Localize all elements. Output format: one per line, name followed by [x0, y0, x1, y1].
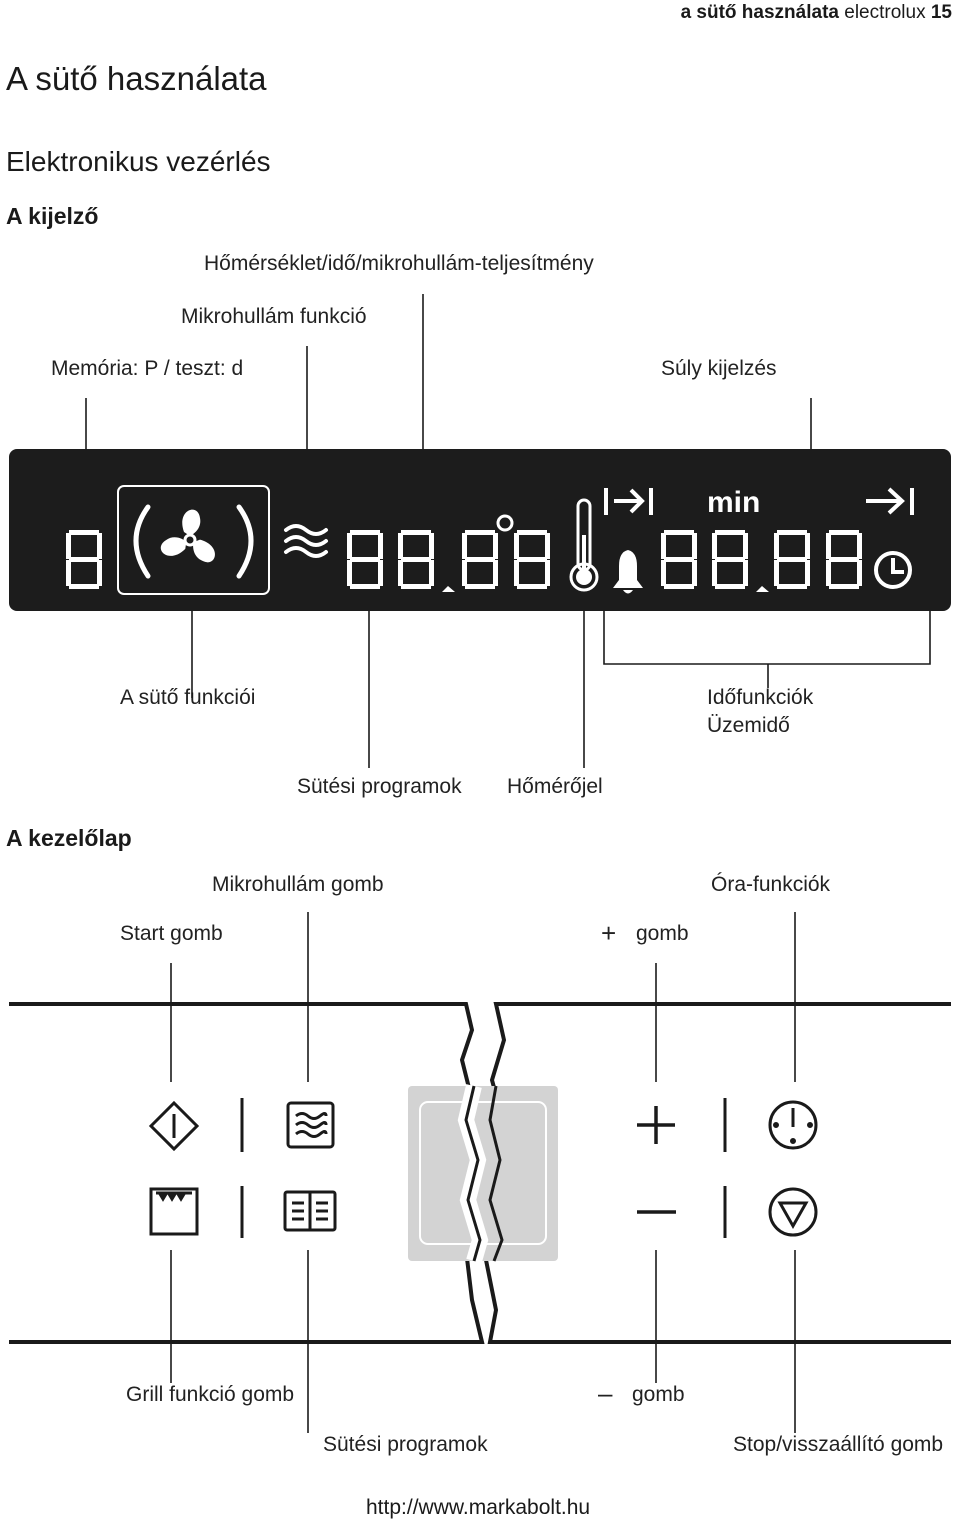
thermometer-icon — [569, 498, 599, 592]
sensor-area — [408, 1084, 558, 1264]
label-oven-functions: A sütő funkciói — [120, 686, 256, 709]
clock-icon — [874, 551, 912, 589]
control-buttons — [148, 1098, 818, 1238]
label-start-button: Start gomb — [120, 922, 223, 945]
label-plus-symbol: + — [601, 918, 617, 948]
fan-brackets — [133, 504, 254, 579]
fan-icon — [160, 509, 215, 563]
label-time-functions: Időfunkciók — [707, 686, 814, 709]
end-time-icon — [866, 487, 914, 515]
degree-icon — [496, 514, 514, 532]
label-weight: Súly kijelzés — [661, 357, 777, 380]
decimal-right — [756, 586, 769, 592]
header-page-number: 15 — [930, 2, 952, 23]
label-microwave-function: Mikrohullám funkció — [181, 305, 367, 328]
page-title: A sütő használata — [6, 60, 267, 97]
microwave-button-icon[interactable] — [286, 1101, 335, 1149]
label-baking-programs-display: Sütési programok — [297, 775, 462, 798]
stop-button-icon[interactable] — [768, 1187, 818, 1237]
page-subtitle: Elektronikus vezérlés — [6, 146, 271, 177]
display-heading: A kijelző — [6, 203, 99, 229]
label-clock-functions: Óra-funkciók — [711, 873, 831, 896]
microwave-waves-icon — [284, 524, 328, 558]
label-thermometer: Hőmérőjel — [507, 775, 603, 798]
start-button-icon[interactable] — [148, 1100, 200, 1152]
label-operating-time: Üzemidő — [707, 714, 790, 737]
grill-button-icon[interactable] — [149, 1187, 199, 1236]
page-header: a sütő használata electrolux 15 — [681, 2, 952, 24]
min-indicator: min — [707, 486, 760, 519]
label-memory-test: Memória: P / teszt: d — [51, 357, 244, 380]
footer-url: http://www.markabolt.hu — [366, 1496, 591, 1519]
label-minus-button: gomb — [632, 1383, 685, 1406]
bell-icon — [613, 550, 643, 594]
display-panel-icons: min — [66, 485, 914, 595]
clock-button-icon[interactable] — [768, 1100, 818, 1150]
label-microwave-button: Mikrohullám gomb — [212, 873, 384, 896]
fan-function-box — [117, 485, 270, 595]
label-grill-button: Grill funkció gomb — [126, 1383, 295, 1406]
header-section: a sütő használata — [680, 2, 839, 23]
header-brand: electrolux — [844, 2, 926, 23]
label-baking-programs-button: Sütési programok — [323, 1433, 488, 1456]
label-stop-reset: Stop/visszaállító gomb — [733, 1433, 944, 1456]
plus-button-icon[interactable] — [637, 1106, 675, 1144]
label-plus-button: gomb — [636, 922, 689, 945]
label-temp-time-power: Hőmérséklet/idő/mikrohullám-teljesítmény — [204, 252, 594, 275]
start-time-icon — [604, 488, 653, 515]
control-heading: A kezelőlap — [6, 825, 132, 851]
label-minus-symbol: – — [598, 1378, 613, 1408]
decimal-left — [442, 586, 455, 592]
baking-programs-button-icon[interactable] — [283, 1190, 337, 1232]
